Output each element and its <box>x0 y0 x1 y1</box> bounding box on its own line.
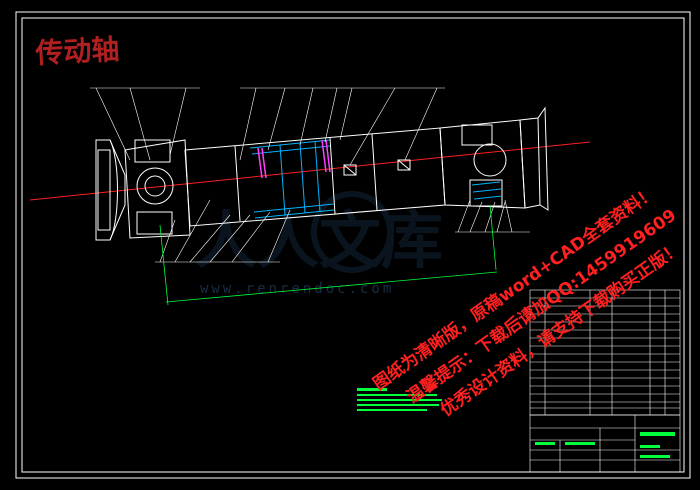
right-universal-joint <box>439 119 526 209</box>
watermark-logo-text: 人人文库 <box>195 204 443 277</box>
spline-hatch <box>249 139 335 219</box>
drawing-title: 传动轴 <box>34 33 121 70</box>
dimension-lines <box>159 204 498 306</box>
title-block <box>529 414 681 473</box>
left-flange <box>95 139 126 241</box>
technical-notes <box>357 388 442 411</box>
watermark-logo: 人人文库 <box>195 191 443 277</box>
boot-coils <box>257 139 331 179</box>
leader-lines-bottom <box>155 199 530 263</box>
leader-lines-top <box>90 87 445 166</box>
right-flange <box>519 106 549 211</box>
title-block-fills <box>535 432 675 458</box>
right-joint-hatch <box>471 181 503 200</box>
center-line <box>29 141 591 201</box>
grease-fittings <box>343 159 411 176</box>
inner-frame <box>21 17 685 473</box>
parts-list-table <box>529 289 681 416</box>
watermark-site: www.renrendoc.com <box>200 281 394 297</box>
outer-frame <box>15 11 691 479</box>
